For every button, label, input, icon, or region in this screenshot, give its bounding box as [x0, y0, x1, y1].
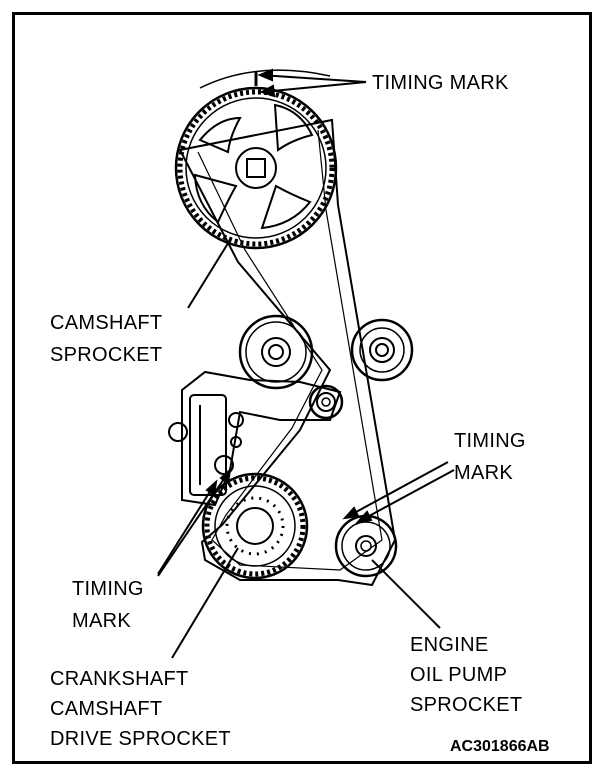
diagram-frame: [12, 12, 592, 764]
label-line: CAMSHAFT: [50, 698, 163, 720]
timing-mark-arc: [199, 69, 331, 89]
oil-pump-sprocket: [334, 514, 398, 578]
leader-oil-pump: [371, 559, 441, 629]
label-line: SPROCKET: [50, 344, 163, 366]
label-line: CAMSHAFT: [50, 312, 163, 334]
leader-timing-right-2: [357, 469, 455, 523]
leader-timing-left-1: [157, 481, 217, 575]
label-line: OIL PUMP: [410, 664, 508, 686]
timing-belt: [178, 118, 397, 587]
label-line: MARK: [454, 462, 513, 484]
label-crankshaft-drive: CRANKSHAFT CAMSHAFT DRIVE SPROCKET: [50, 666, 231, 752]
label-line: ENGINE: [410, 634, 489, 656]
label-camshaft-sprocket: CAMSHAFT SPROCKET: [50, 310, 162, 368]
figure-code: AC301866AB: [450, 738, 550, 755]
leader-timing-left-2: [157, 469, 231, 577]
leader-crankshaft: [171, 547, 239, 659]
idler-pulley: [350, 318, 414, 382]
label-oil-pump-sprocket: ENGINE OIL PUMP SPROCKET: [410, 632, 522, 718]
label-line: TIMING: [454, 430, 526, 452]
label-line: TIMING: [72, 578, 144, 600]
small-idler: [308, 384, 344, 420]
label-line: SPROCKET: [410, 694, 523, 716]
label-line: DRIVE SPROCKET: [50, 728, 231, 750]
leader-timing-top-2: [261, 81, 367, 93]
label-line: MARK: [72, 610, 131, 632]
leader-timing-right-1: [344, 461, 449, 519]
label-timing-mark-left: TIMING MARK: [72, 576, 144, 634]
label-timing-mark-top: TIMING MARK: [372, 72, 509, 94]
leader-camshaft: [187, 239, 231, 309]
crankshaft-sprocket: [201, 472, 309, 580]
camshaft-sprocket: [174, 86, 338, 250]
tensioner-pulley: [238, 314, 314, 390]
label-timing-mark-right: TIMING MARK: [454, 428, 526, 486]
label-line: CRANKSHAFT: [50, 668, 189, 690]
tensioner-bracket: [168, 370, 342, 507]
leader-timing-top-1: [259, 74, 367, 83]
